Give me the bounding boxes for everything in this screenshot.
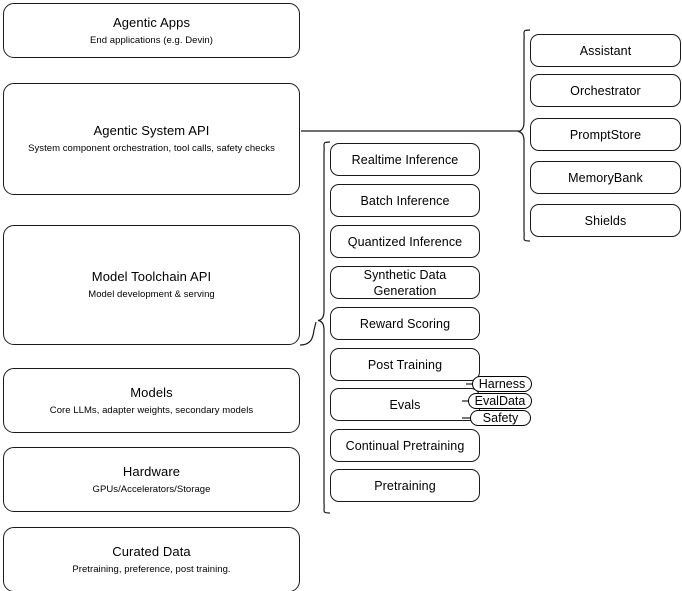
system-component-memorybank[interactable]: MemoryBank (530, 161, 681, 194)
toolchain-item-post-training[interactable]: Post Training (330, 348, 480, 381)
toolchain-item-label: Post Training (367, 357, 443, 372)
layer-subtitle: Model development & serving (88, 289, 215, 300)
layer-subtitle: Pretraining, preference, post training. (72, 563, 231, 575)
layer-subtitle: Core LLMs, adapter weights, secondary mo… (49, 404, 254, 416)
connector-toolchain-api-to-middle-bracket (299, 321, 317, 346)
toolchain-item-reward-scoring[interactable]: Reward Scoring (330, 307, 480, 340)
toolchain-item-label: Batch Inference (360, 193, 450, 208)
system-component-label: Shields (584, 213, 627, 228)
layer-agentic-apps[interactable]: Agentic Apps End applications (e.g. Devi… (3, 3, 300, 58)
layer-title: Hardware (122, 463, 181, 479)
layer-title: Agentic System API (93, 123, 210, 138)
toolchain-item-label: Pretraining (374, 478, 436, 493)
layer-subtitle: GPUs/Accelerators/Storage (92, 483, 211, 495)
layer-subtitle: System component orchestration, tool cal… (28, 143, 275, 154)
evals-tag-harness[interactable]: Harness (472, 376, 532, 392)
right-bracket (517, 29, 531, 242)
evals-tag-safety[interactable]: Safety (470, 410, 531, 426)
layer-title: Curated Data (112, 543, 191, 559)
evals-tag-evaldata[interactable]: EvalData (468, 393, 532, 409)
toolchain-item-label: Evals (389, 397, 421, 412)
system-component-shields[interactable]: Shields (530, 204, 681, 237)
toolchain-item-synthetic-data-generation[interactable]: Synthetic Data Generation (330, 266, 480, 299)
system-component-label: PromptStore (569, 127, 642, 142)
layer-agentic-system-api[interactable]: Agentic System API System component orch… (3, 83, 300, 195)
system-component-label: MemoryBank (568, 170, 643, 185)
layer-curated-data[interactable]: Curated Data Pretraining, preference, po… (3, 527, 300, 591)
layer-title: Model Toolchain API (91, 269, 212, 284)
layer-subtitle: End applications (e.g. Devin) (90, 34, 213, 46)
toolchain-item-label: Continual Pretraining (345, 438, 465, 453)
toolchain-item-label: Quantized Inference (347, 234, 463, 249)
layer-models[interactable]: Models Core LLMs, adapter weights, secon… (3, 368, 300, 433)
system-component-label: Orchestrator (570, 83, 641, 98)
layer-title: Agentic Apps (112, 14, 191, 30)
layer-hardware[interactable]: Hardware GPUs/Accelerators/Storage (3, 447, 300, 512)
toolchain-item-realtime-inference[interactable]: Realtime Inference (330, 143, 480, 176)
toolchain-item-quantized-inference[interactable]: Quantized Inference (330, 225, 480, 258)
toolchain-item-pretraining[interactable]: Pretraining (330, 469, 480, 502)
system-component-label: Assistant (579, 43, 632, 58)
layer-title: Models (130, 384, 173, 400)
toolchain-item-evals[interactable]: Evals (330, 388, 480, 421)
system-component-assistant[interactable]: Assistant (530, 34, 681, 67)
toolchain-item-continual-pretraining[interactable]: Continual Pretraining (330, 429, 480, 462)
middle-bracket (317, 141, 331, 514)
toolchain-item-batch-inference[interactable]: Batch Inference (330, 184, 480, 217)
toolchain-item-label: Realtime Inference (351, 152, 459, 167)
toolchain-item-label: Synthetic Data Generation (363, 267, 447, 298)
toolchain-item-label: Reward Scoring (359, 316, 451, 331)
system-component-promptstore[interactable]: PromptStore (530, 118, 681, 151)
system-component-orchestrator[interactable]: Orchestrator (530, 74, 681, 107)
layer-model-toolchain-api[interactable]: Model Toolchain API Model development & … (3, 225, 300, 345)
